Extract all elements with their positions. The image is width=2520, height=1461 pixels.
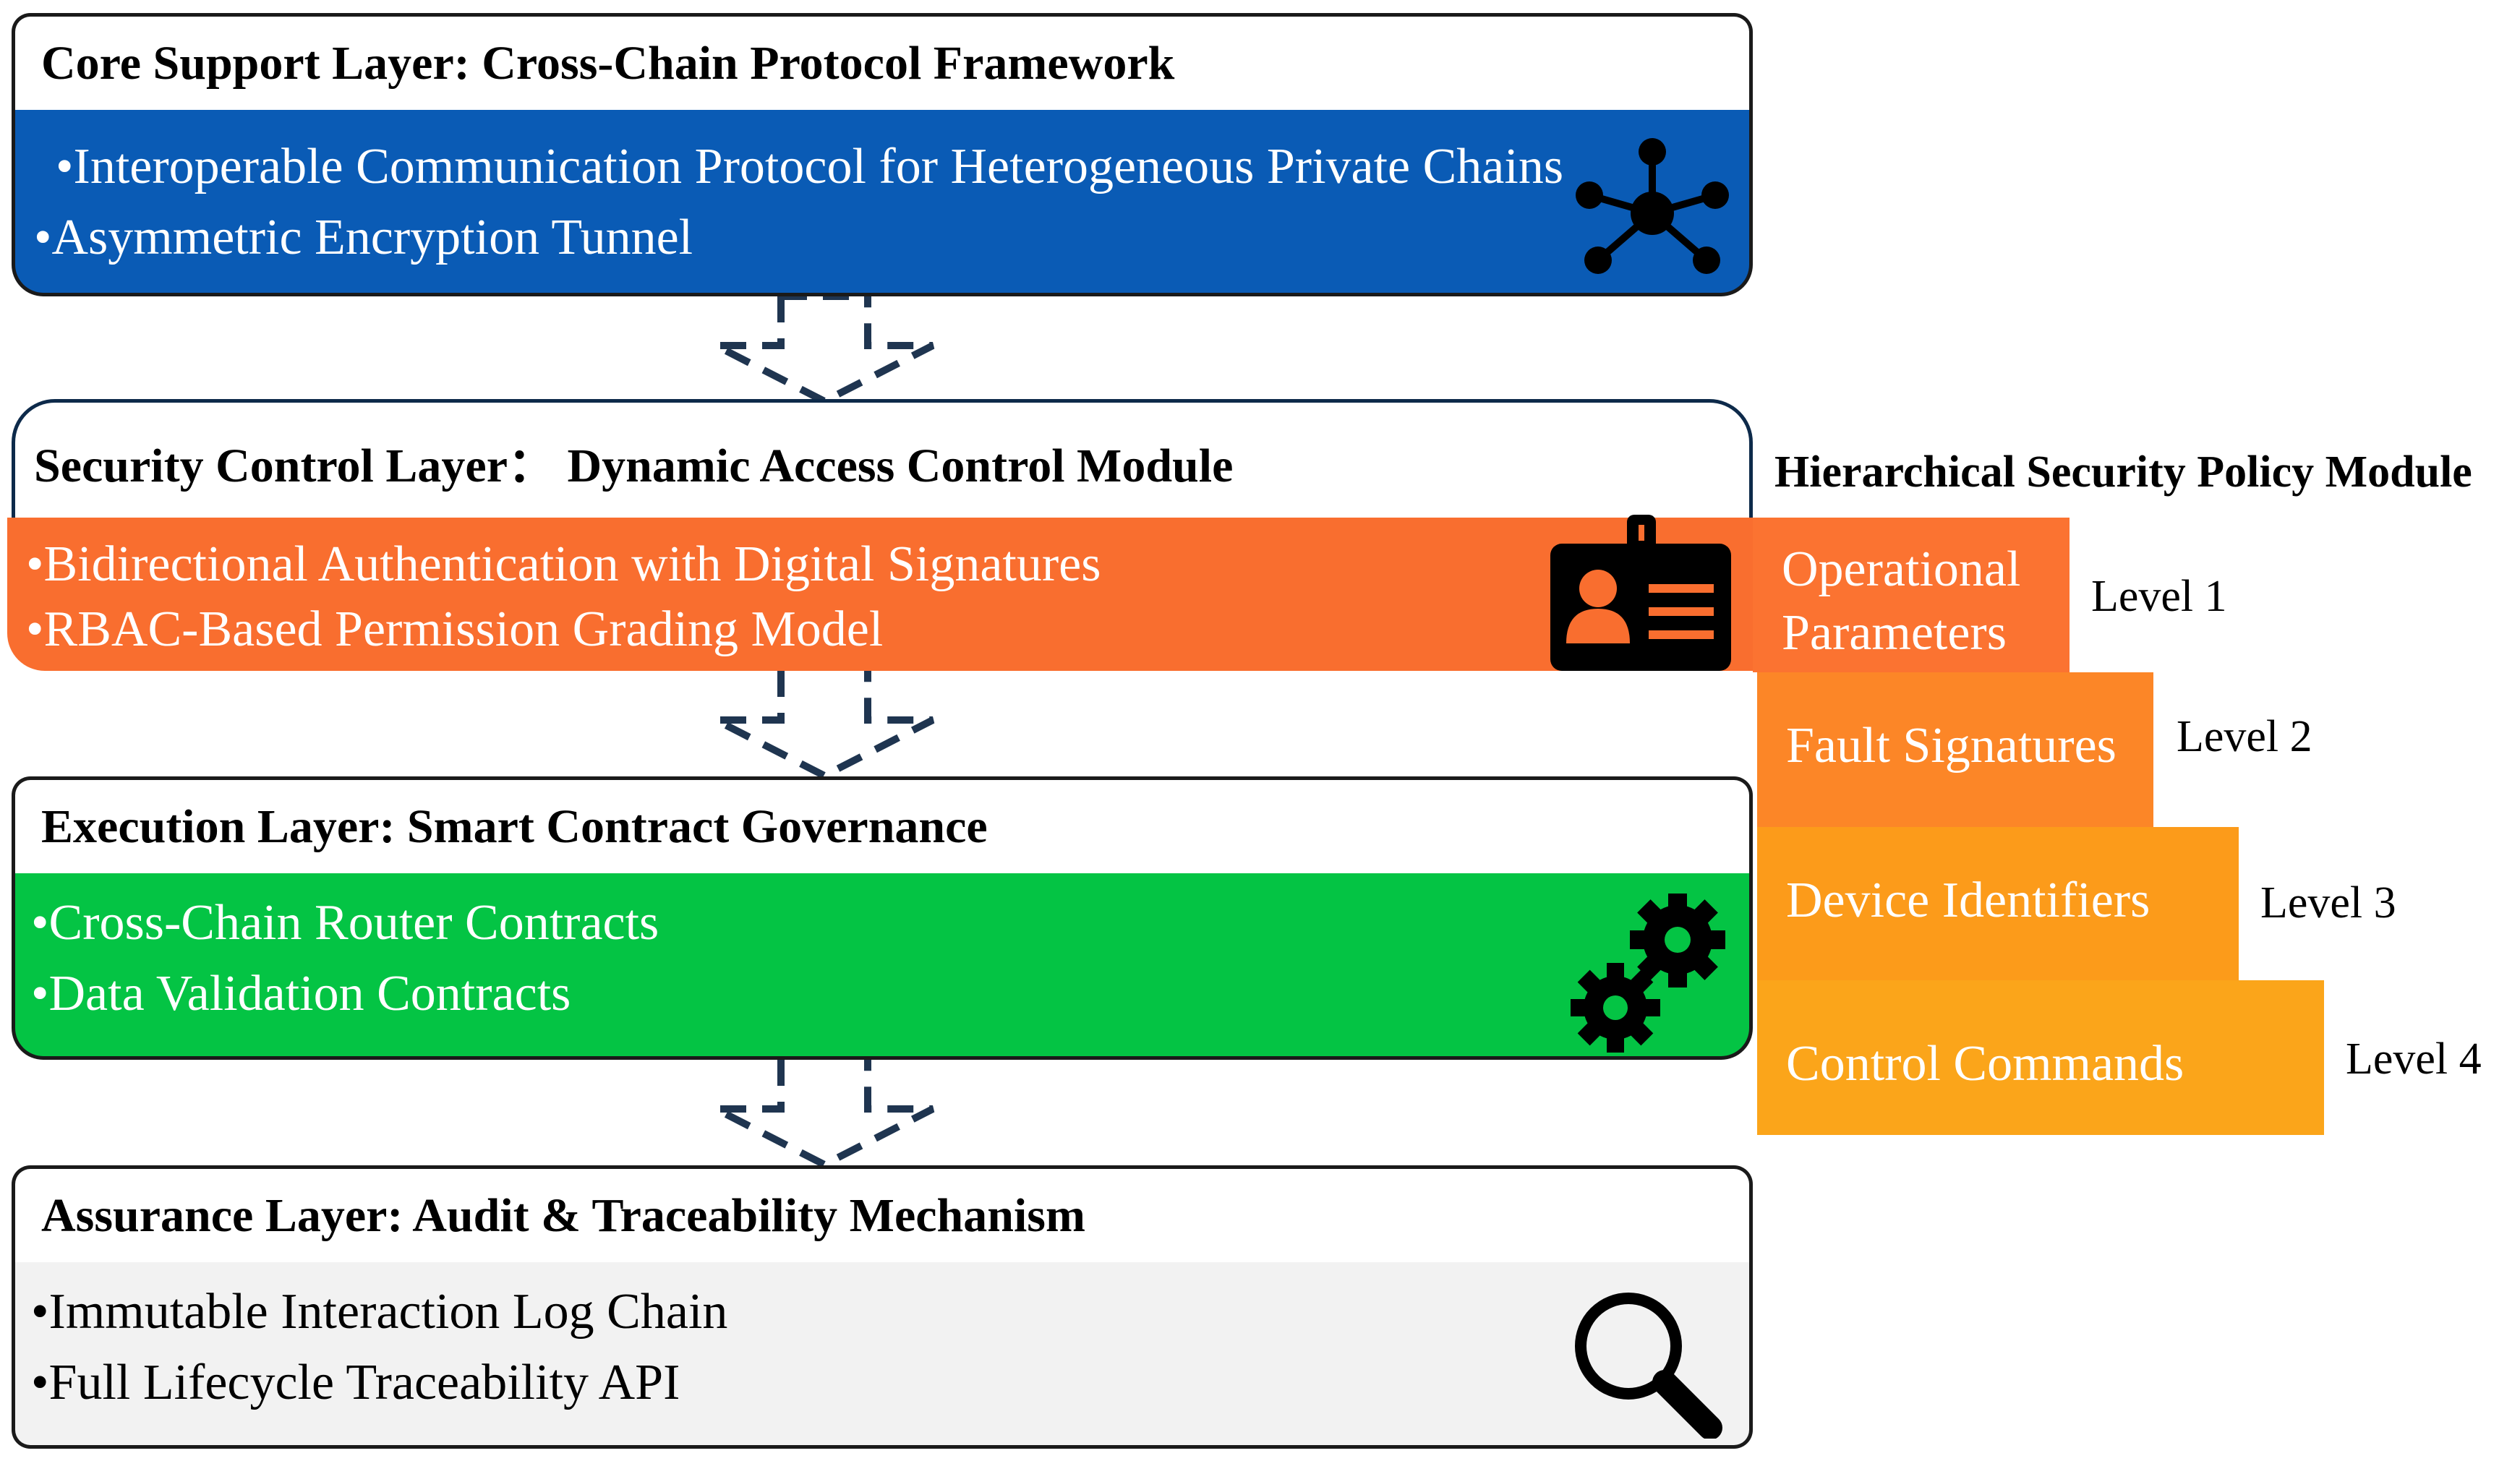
network-hub-icon	[1569, 137, 1735, 282]
security-layer-body: •Bidirectional Authentication with Digit…	[7, 518, 1757, 671]
level-4-label: Level 4	[2346, 1034, 2482, 1084]
policy-tier-2: Fault Signatures	[1757, 672, 2153, 827]
policy-tier-4: Control Commands	[1757, 980, 2324, 1135]
execution-layer-body: •Cross-Chain Router Contracts •Data Vali…	[12, 873, 1753, 1060]
level-3-label: Level 3	[2260, 878, 2396, 927]
execution-item-1: •Cross-Chain Router Contracts	[31, 895, 659, 951]
policy-tier-3: Device Identifiers	[1757, 827, 2239, 980]
level-2-label: Level 2	[2177, 712, 2312, 761]
core-item-2: •Asymmetric Encryption Tunnel	[34, 210, 693, 265]
security-item-2: •RBAC-Based Permission Grading Model	[26, 601, 884, 657]
gears-icon	[1569, 894, 1735, 1053]
policy-tier-3-label: Device Identifiers	[1786, 873, 2150, 928]
security-item-1: •Bidirectional Authentication with Digit…	[26, 536, 1101, 592]
policy-tier-4-label: Control Commands	[1786, 1036, 2184, 1092]
flow-arrow-1	[709, 296, 940, 405]
assurance-layer-body: •Immutable Interaction Log Chain •Full L…	[12, 1262, 1753, 1449]
magnifier-icon	[1569, 1287, 1735, 1439]
policy-tier-1-label-line2: Parameters	[1782, 605, 2007, 661]
id-badge-icon	[1547, 515, 1735, 672]
policy-tier-1: Operational Parameters	[1753, 518, 2070, 672]
level-1-label: Level 1	[2091, 572, 2227, 621]
security-layer-title: Security Control Layer： Dynamic Access C…	[12, 399, 1753, 519]
execution-item-2: •Data Validation Contracts	[31, 966, 571, 1021]
assurance-item-2: •Full Lifecycle Traceability API	[31, 1355, 680, 1410]
policy-module-title: Hierarchical Security Policy Module	[1774, 447, 2472, 497]
execution-layer-title: Execution Layer: Smart Contract Governan…	[12, 776, 1753, 873]
policy-tier-1-label-line1: Operational	[1782, 541, 2021, 597]
core-layer-title: Core Support Layer: Cross-Chain Protocol…	[12, 13, 1753, 110]
flow-arrow-2	[709, 671, 940, 779]
flow-arrow-3	[709, 1060, 940, 1168]
core-layer-body: •Interoperable Communication Protocol fo…	[12, 110, 1753, 296]
assurance-item-1: •Immutable Interaction Log Chain	[31, 1284, 728, 1340]
core-item-1: •Interoperable Communication Protocol fo…	[56, 139, 1564, 194]
assurance-layer-title: Assurance Layer: Audit & Traceability Me…	[12, 1165, 1753, 1262]
policy-tier-2-label: Fault Signatures	[1786, 718, 2117, 774]
